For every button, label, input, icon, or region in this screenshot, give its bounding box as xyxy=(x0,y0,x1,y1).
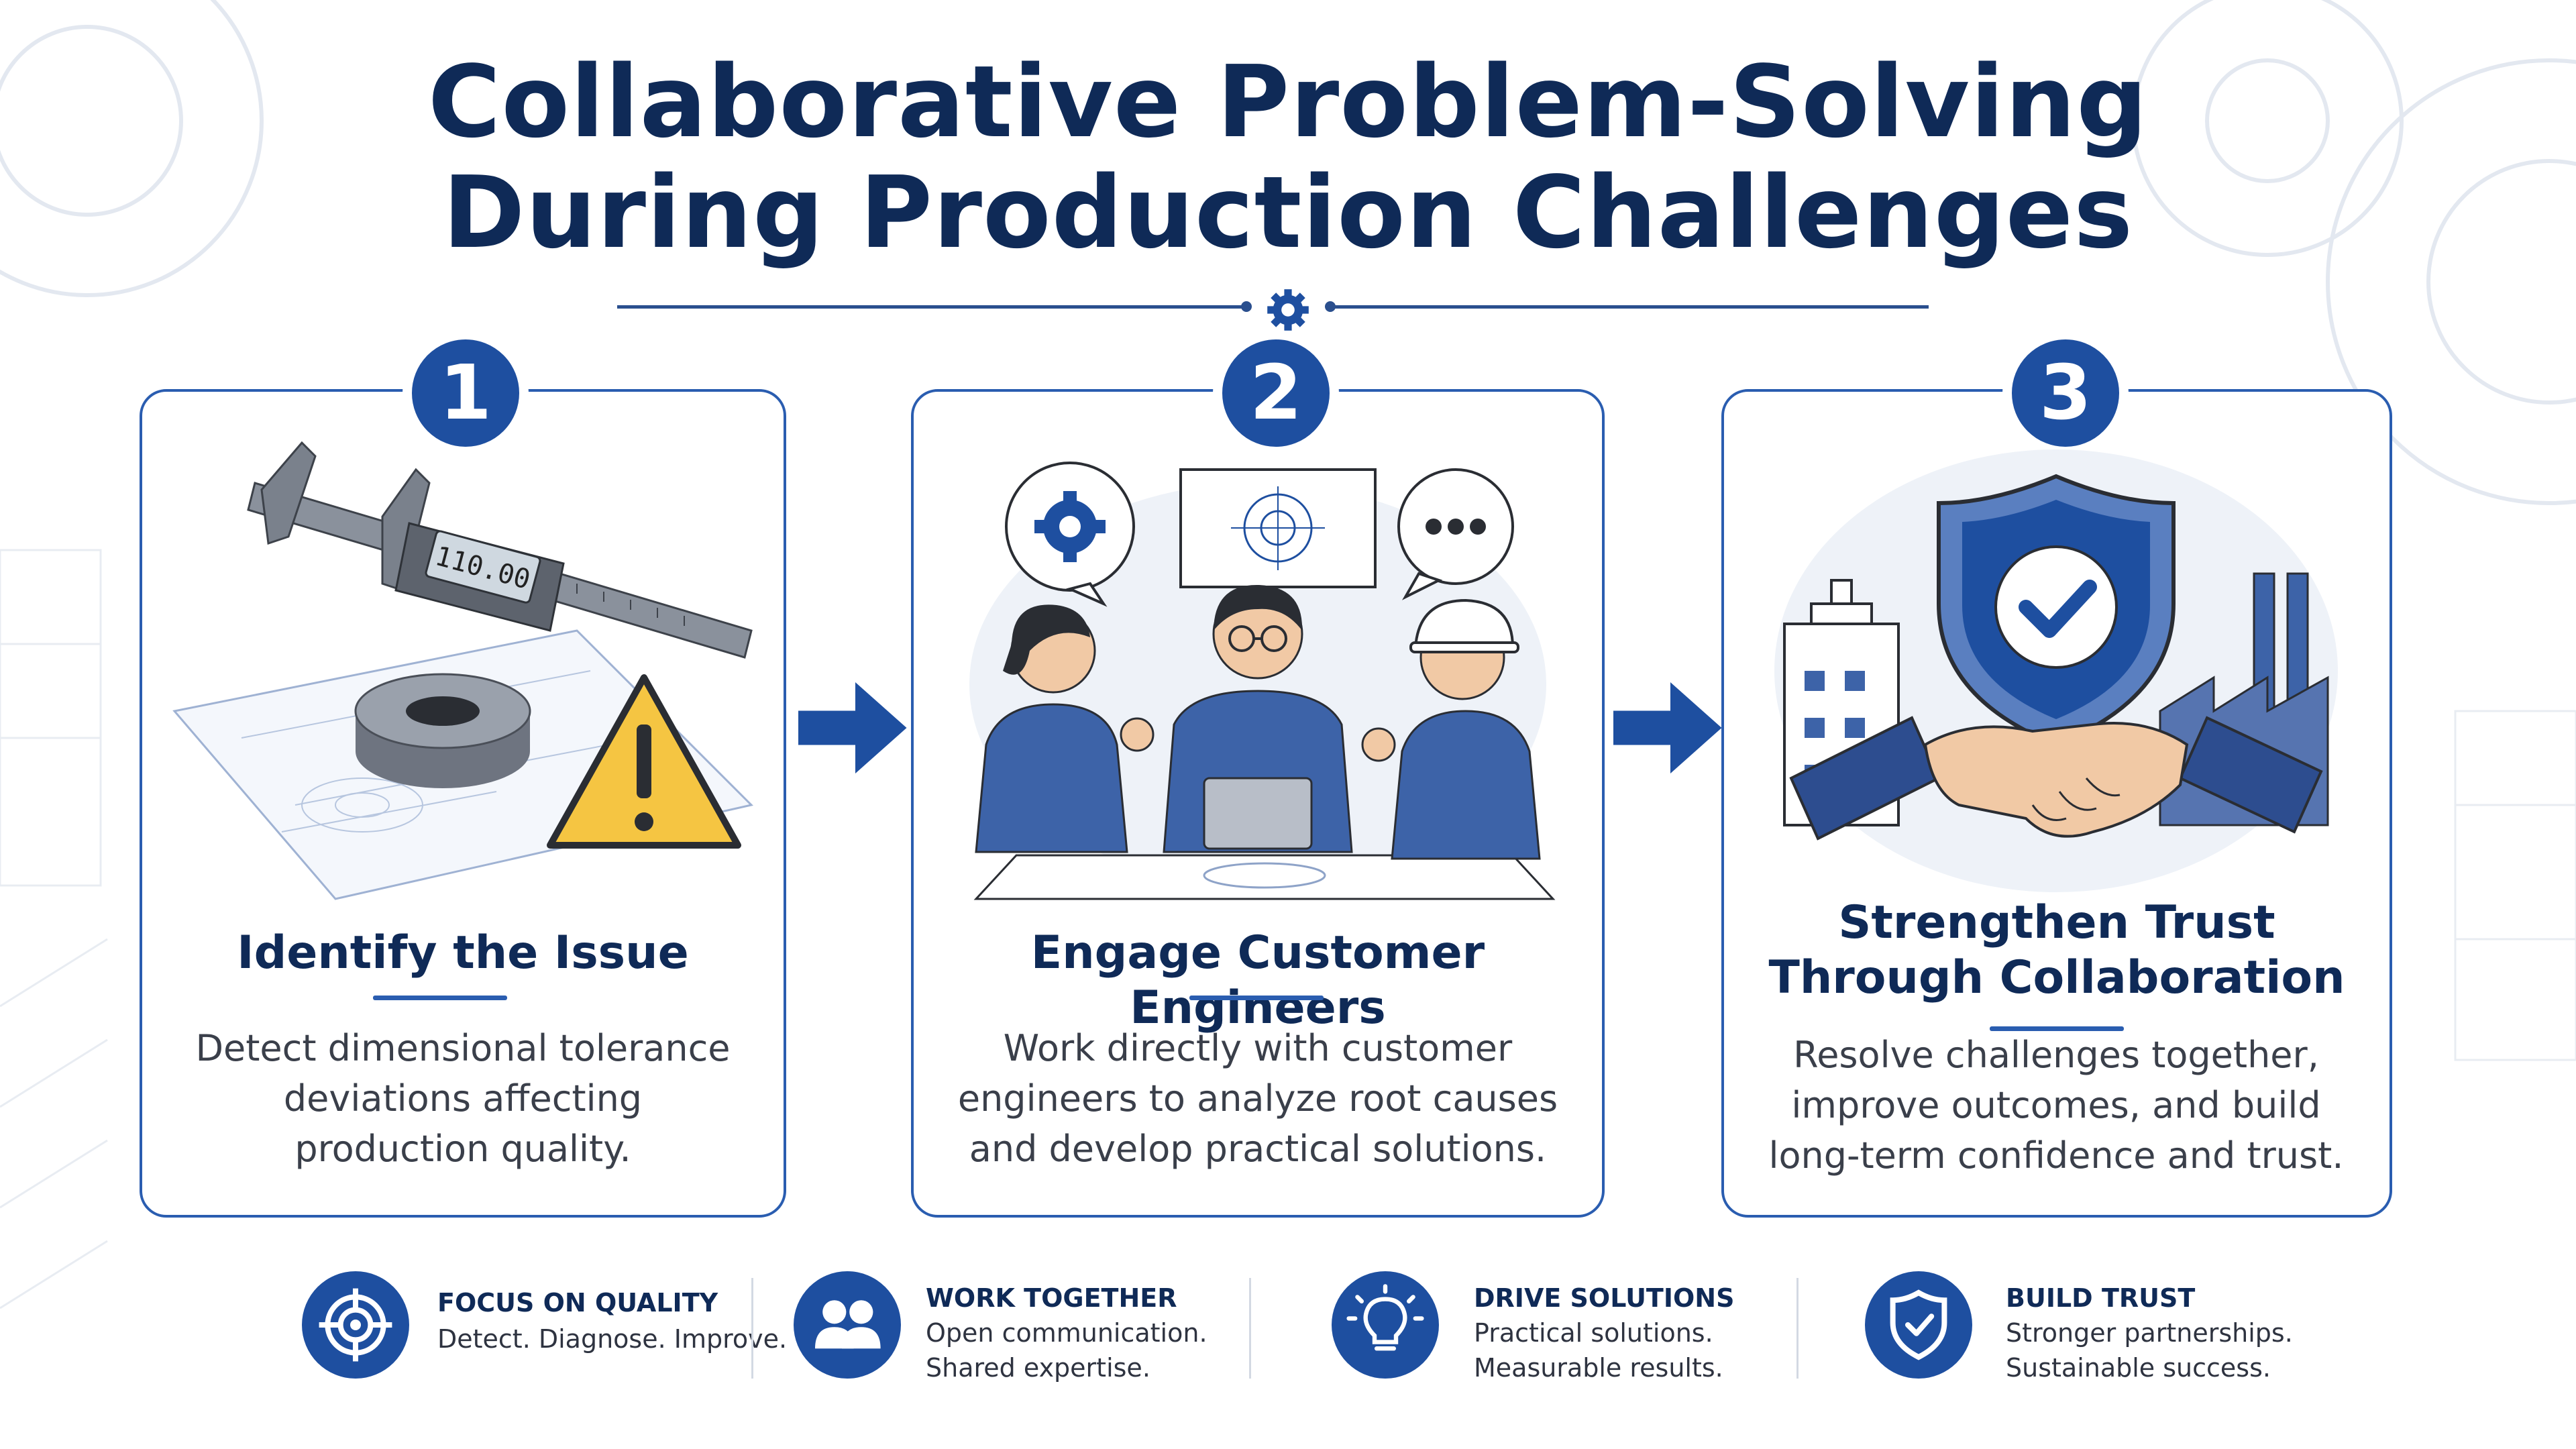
divider-dot-right xyxy=(1325,301,1336,312)
title-divider-right xyxy=(1332,305,1929,309)
description-line: long-term confidence and trust. xyxy=(1768,1134,2344,1177)
title-underline xyxy=(1189,996,1324,1000)
handshake xyxy=(1789,716,2323,841)
feature-text-trust-1: Stronger partnerships. xyxy=(2006,1318,2293,1348)
feature-text-trust-2: Sustainable success. xyxy=(2006,1353,2271,1383)
title-underline xyxy=(1990,1026,2124,1031)
feature-separator xyxy=(1796,1278,1799,1379)
caliper-measurement-illustration: 110.00 xyxy=(172,441,753,900)
page-title-line-1: Collaborative Problem-Solving xyxy=(427,44,2149,160)
step-title-2: Engage Customer Engineers xyxy=(1030,926,1485,1034)
feature-heading-together: WORK TOGETHER xyxy=(926,1283,1177,1313)
warning-icon xyxy=(547,674,741,849)
step-title-3-line-2: Through Collaboration xyxy=(1768,951,2345,1004)
lightbulb-icon xyxy=(1332,1271,1439,1379)
caliper: 110.00 xyxy=(247,441,753,659)
speech-bubble-gear xyxy=(1005,462,1135,607)
table-blueprint xyxy=(973,854,1556,900)
feature-heading-trust: BUILD TRUST xyxy=(2006,1283,2196,1313)
description-line: and develop practical solutions. xyxy=(969,1128,1547,1170)
description-line: improve outcomes, and build xyxy=(1791,1084,2321,1126)
step-number-badge-2: 2 xyxy=(1213,330,1339,456)
feature-heading-quality: FOCUS ON QUALITY xyxy=(437,1288,718,1318)
arrow-right-icon xyxy=(798,682,907,773)
speech-bubble-blueprint xyxy=(1179,468,1377,610)
feature-text-together-2: Shared expertise. xyxy=(926,1353,1150,1383)
step-description-3: Resolve challenges together, improve out… xyxy=(1744,1030,2368,1181)
feature-text-solutions-2: Measurable results. xyxy=(1474,1353,1723,1383)
description-line: Detect dimensional tolerance xyxy=(195,1027,731,1069)
speech-bubble-dots xyxy=(1397,468,1514,600)
page-title: Collaborative Problem-Solving During Pro… xyxy=(0,47,2576,268)
feature-separator xyxy=(751,1278,753,1379)
engineers-meeting-illustration xyxy=(969,462,1556,900)
divider-dot-left xyxy=(1241,301,1252,312)
arrow-right-icon xyxy=(1613,682,1722,773)
description-line: deviations affecting xyxy=(283,1077,643,1120)
step-title-1: Identify the Issue xyxy=(237,926,689,979)
engineer-left xyxy=(975,604,1155,853)
title-divider-left xyxy=(617,305,1244,309)
engineer-right xyxy=(1361,598,1541,860)
feature-separator xyxy=(1249,1278,1251,1379)
page-title-line-2: During Production Challenges xyxy=(442,155,2134,270)
step-description-2: Work directly with customer engineers to… xyxy=(939,1023,1576,1174)
feature-text-solutions-1: Practical solutions. xyxy=(1474,1318,1713,1348)
feature-text-together-1: Open communication. xyxy=(926,1318,1208,1348)
description-line: Resolve challenges together, xyxy=(1793,1034,2319,1076)
trust-handshake-illustration xyxy=(1774,449,2338,892)
people-icon xyxy=(794,1271,901,1379)
gear-icon xyxy=(1267,289,1309,331)
description-line: Work directly with customer xyxy=(1003,1027,1513,1069)
target-icon xyxy=(302,1271,409,1379)
feature-text-quality: Detect. Diagnose. Improve. xyxy=(437,1324,788,1354)
description-line: production quality. xyxy=(294,1128,631,1170)
step-title-3-line-1: Strengthen Trust xyxy=(1838,896,2275,949)
step-description-1: Detect dimensional tolerance deviations … xyxy=(168,1023,758,1174)
step-title-3: Strengthen Trust Through Collaboration xyxy=(1721,896,2392,1006)
description-line: engineers to analyze root causes xyxy=(957,1077,1558,1120)
shield-icon xyxy=(1865,1271,1972,1379)
title-underline xyxy=(373,996,507,1000)
feature-heading-solutions: DRIVE SOLUTIONS xyxy=(1474,1283,1735,1313)
engineer-center xyxy=(1163,584,1353,853)
machined-part xyxy=(354,673,531,788)
